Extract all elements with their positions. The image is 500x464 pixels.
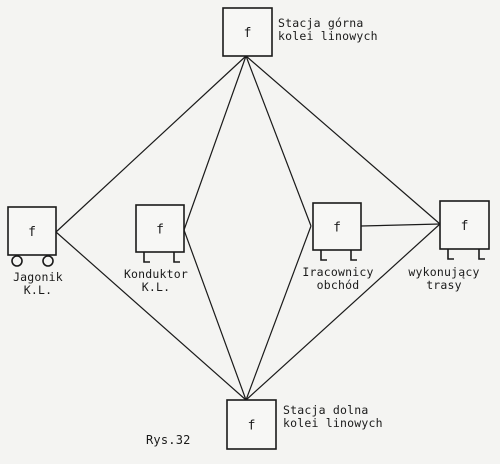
edge-bottom-cond (183, 229, 247, 401)
edge-top-work2 (245, 55, 441, 225)
node-leg-left-cond (143, 252, 150, 263)
node-wagon: f (7, 206, 57, 267)
edge-bottom-work2 (245, 223, 441, 401)
node-symbol-work1: f (333, 221, 341, 236)
node-leg-right-work1 (350, 250, 357, 261)
edge-top-wagon (55, 55, 247, 233)
node-leg-left-work1 (320, 250, 327, 261)
node-leg-left-work2 (447, 249, 454, 260)
figure-caption: Rys.32 (146, 433, 191, 447)
label-wagon-line1: Jagonik (13, 270, 63, 284)
node-box-bottom (226, 399, 277, 450)
label-top-station-line2: kolei linowych (278, 29, 378, 43)
label-route-line2: trasy (426, 278, 462, 292)
node-box-work1 (312, 202, 362, 251)
connection-lines (55, 55, 441, 401)
label-bottom-station-line1: Stacja dolna (283, 403, 369, 417)
node-symbol-wagon: f (28, 225, 36, 240)
edge-top-work1 (245, 55, 312, 227)
node-top: f (222, 7, 273, 57)
label-conductor-line1: Konduktor (123, 267, 189, 281)
node-box-work2 (439, 200, 490, 250)
node-leg-right-cond (173, 252, 180, 263)
edge-bottom-wagon (55, 231, 247, 401)
node-symbol-cond: f (156, 223, 164, 238)
node-cond: f (135, 204, 185, 263)
label-wagon-line2: K.L. (23, 283, 53, 297)
wagon-wheel-left (11, 255, 23, 267)
edge-top-cond (183, 55, 247, 231)
edge-bottom-work1 (245, 225, 312, 401)
node-symbol-top: f (244, 26, 252, 41)
node-symbol-work2: f (461, 219, 469, 234)
label-conductor-line2: K.L. (141, 280, 171, 294)
label-route-line1: wykonujący (408, 265, 480, 279)
node-boxes: f f f f f f (7, 7, 490, 450)
node-box-cond (135, 204, 185, 253)
node-work1: f (312, 202, 362, 261)
node-box-wagon (7, 206, 57, 256)
label-workers-line1: Iracownicy (302, 265, 374, 279)
node-leg-right-work2 (478, 249, 485, 260)
label-workers-line2: obchód (316, 278, 360, 292)
node-symbol-bottom: f (248, 419, 256, 434)
label-bottom-station-line2: kolei linowych (283, 416, 383, 430)
wagon-wheel-right (42, 255, 54, 267)
node-bottom: f (226, 399, 277, 450)
node-box-top (222, 7, 273, 57)
node-work2: f (439, 200, 490, 260)
label-top-station-line1: Stacja górna (278, 16, 364, 30)
edge-work1-work2 (360, 223, 441, 227)
